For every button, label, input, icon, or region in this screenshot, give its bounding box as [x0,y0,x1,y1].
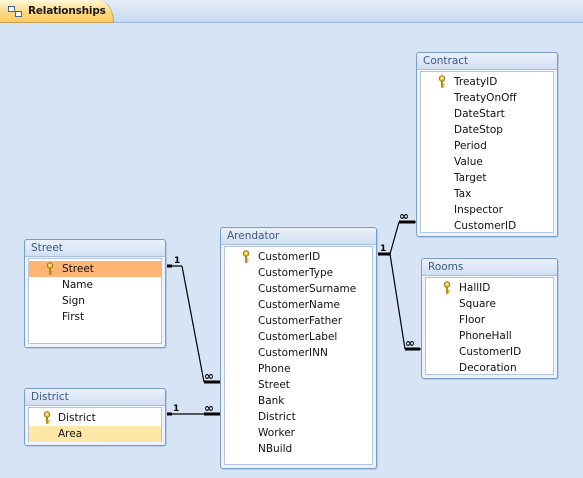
field-label: Period [454,140,487,152]
field-label: CustomerINN [258,347,328,359]
field-label: CustomerFather [258,315,343,327]
field-label: CustomerID [258,251,321,263]
field-customertype[interactable]: CustomerType [225,265,372,281]
field-customersurname[interactable]: CustomerSurname [225,281,372,297]
table-title[interactable]: Contract [417,53,557,70]
field-label: Phone [258,363,291,375]
document-tab-strip: Relationships [0,0,583,23]
primary-key-icon [443,281,451,294]
field-first[interactable]: First [29,309,161,325]
field-label: HallID [459,282,491,294]
field-customerlabel[interactable]: CustomerLabel [225,329,372,345]
field-hallid[interactable]: HallID [426,280,553,296]
primary-key-icon [438,75,446,88]
field-label: CustomerLabel [258,331,338,343]
field-label: Worker [258,427,295,439]
field-customerid[interactable]: CustomerID [225,249,372,265]
field-label: Value [454,156,483,168]
field-district[interactable]: District [29,410,161,426]
field-label: Decoration [459,362,517,374]
field-street[interactable]: Street [29,261,161,277]
field-label: CustomerName [258,299,340,311]
field-label: CustomerID [454,220,517,232]
field-datestart[interactable]: DateStart [421,106,553,122]
field-label: DateStop [454,124,503,136]
field-phone[interactable]: Phone [225,361,372,377]
field-target[interactable]: Target [421,170,553,186]
field-label: Tax [454,188,472,200]
field-phonehall[interactable]: PhoneHall [426,328,553,344]
field-label: Area [58,428,83,440]
field-treatyid[interactable]: TreatyID [421,74,553,90]
field-label: Floor [459,314,486,326]
field-datestop[interactable]: DateStop [421,122,553,138]
table-title[interactable]: Street [25,240,165,257]
field-label: Street [62,263,94,275]
field-square[interactable]: Square [426,296,553,312]
field-label: Square [459,298,496,310]
field-sign[interactable]: Sign [29,293,161,309]
field-label: CustomerID [459,346,522,358]
field-label: TreatyID [454,76,498,88]
field-label: District [58,412,96,424]
tab-label: Relationships [28,5,106,17]
field-label: Sign [62,295,85,307]
field-value[interactable]: Value [421,154,553,170]
field-worker[interactable]: Worker [225,425,372,441]
field-label: District [258,411,296,423]
field-label: Name [62,279,93,291]
primary-key-icon [46,262,54,275]
field-label: TreatyOnOff [454,92,517,104]
field-street[interactable]: Street [225,377,372,393]
field-decoration[interactable]: Decoration [426,360,553,376]
field-nbuild[interactable]: NBuild [225,441,372,457]
field-customerinn[interactable]: CustomerINN [225,345,372,361]
field-label: PhoneHall [459,330,512,342]
table-title[interactable]: Rooms [422,259,557,276]
field-label: First [62,311,85,323]
field-floor[interactable]: Floor [426,312,553,328]
field-inspector[interactable]: Inspector [421,202,553,218]
field-area[interactable]: Area [29,426,161,442]
field-customerid[interactable]: CustomerID [421,218,553,234]
field-label: CustomerType [258,267,334,279]
field-treatyonoff[interactable]: TreatyOnOff [421,90,553,106]
table-title[interactable]: Arendator [221,228,376,245]
field-name[interactable]: Name [29,277,161,293]
primary-key-icon [242,250,250,263]
field-label: Target [454,172,487,184]
field-label: Street [258,379,290,391]
field-district[interactable]: District [225,409,372,425]
field-bank[interactable]: Bank [225,393,372,409]
primary-key-icon [43,411,51,424]
field-customername[interactable]: CustomerName [225,297,372,313]
field-customerid[interactable]: CustomerID [426,344,553,360]
field-label: Bank [258,395,285,407]
field-customerfather[interactable]: CustomerFather [225,313,372,329]
field-tax[interactable]: Tax [421,186,553,202]
field-label: Inspector [454,204,503,216]
relationships-icon [8,5,22,17]
table-title[interactable]: District [25,389,165,406]
field-label: DateStart [454,108,505,120]
field-label: CustomerSurname [258,283,357,295]
tab-relationships[interactable]: Relationships [0,0,114,23]
field-label: NBuild [258,443,293,455]
field-period[interactable]: Period [421,138,553,154]
